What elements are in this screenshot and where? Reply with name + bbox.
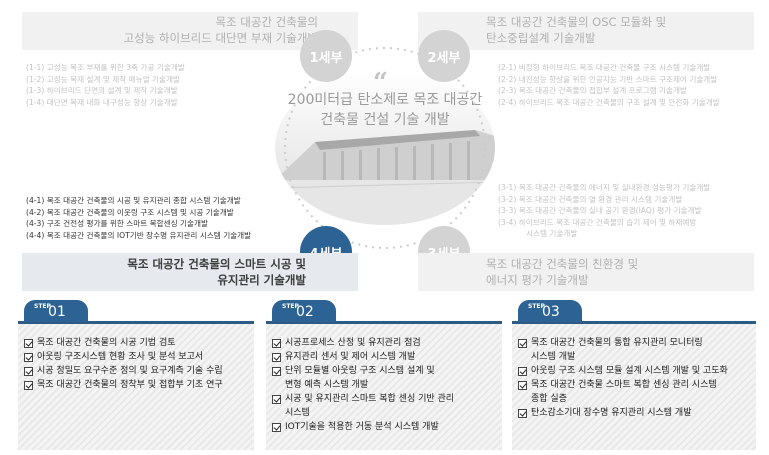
step-2-item: 유지관리 센서 및 제어 시스템 개발	[272, 350, 454, 364]
step-03-box	[512, 321, 756, 450]
step-item-text: 목조 대공간 건축물의 통합 유지관리 모니터링	[531, 338, 703, 348]
unit-2-item: (2-4) 하이브리드 목조 대공간 건축물의 구조 설계 및 안전화 기술개발	[498, 97, 720, 107]
unit-3-items: (3-1) 목조 대공간 건축물의 에너지 및 실내환경 성능평가 기술개발 (…	[498, 182, 710, 240]
step-item-text: 변형 예측 시스템 개발	[285, 380, 369, 390]
unit-3-title-panel	[418, 253, 754, 291]
unit-4-item: (4-4) 목조 대공간 건축물의 IOT기반 장수명 유지관리 시스템 기술개…	[26, 230, 252, 240]
unit-3-title: 목조 대공간 건축물의 친환경 및 에너지 평가 기술개발	[486, 257, 639, 287]
unit-4-item: (4-1) 목조 대공간 건축물의 시공 및 유지관리 종합 시스템 기술개발	[26, 196, 241, 205]
unit-3-item: 시스템 기술개발	[526, 229, 578, 238]
step-item-text: 단위 모듈별 아웃링 구조 시스템 설계 및	[285, 366, 435, 376]
checkbox-icon	[272, 395, 281, 404]
unit-4-item: (4-3) 구조 건전성 평가를 위한 스마트 복합센싱 기술개발	[26, 219, 208, 228]
unit-3-item: (3-3) 목조 대공간 건축물의 실내 공기 환경(IAQ) 평가 기술개발	[498, 206, 702, 215]
step-01-tab: STEP 01	[24, 300, 88, 322]
step-01-box	[18, 321, 254, 450]
building-image	[275, 70, 495, 225]
unit-1-item: (1-4) 대단면 목재 내화 내구성능 향상 기술개발	[26, 97, 178, 107]
step-item-text: 시공프로세스 산정 및 유지관리 점검	[285, 338, 421, 348]
step-1-item: 시공 정밀도 요구수준 정의 및 요구계측 기술 수립	[24, 364, 223, 378]
unit-2-items: (2-1) 비정형 하이브리드 목조 대공간 건축물 구조 시스템 기술개발 (…	[498, 62, 720, 108]
checkbox-icon	[272, 339, 281, 348]
step-item-text: 아웃링 구조 시스템 모듈 설계 시스템 개발 및 고도화	[531, 366, 728, 376]
unit-4-title-panel	[22, 253, 358, 291]
checkbox-icon	[272, 423, 281, 432]
unit-1-item: (1-2) 고성능 목재 설계 및 제작 매뉴얼 기술개발	[26, 74, 180, 84]
checkbox-icon	[518, 367, 527, 376]
step-item-text: 목조 대공간 건축물의 시공 기법 검토	[37, 338, 176, 348]
step-03-tab: STEP 03	[518, 300, 582, 322]
checkbox-icon	[24, 353, 33, 362]
checkbox-icon	[24, 367, 33, 376]
step-02-tab: STEP 02	[272, 300, 336, 322]
checkbox-icon	[518, 339, 527, 348]
checkbox-icon	[518, 409, 527, 418]
unit-2-title-panel	[418, 12, 754, 50]
unit-2-item: (2-1) 비정형 하이브리드 목조 대공간 건축물 구조 시스템 기술개발	[498, 63, 711, 72]
step-item-text: 탄소감소기대 장수명 유지관리 시스템 개발	[531, 408, 692, 418]
step-1-item: 아웃링 구조시스템 현황 조사 및 분석 보고서	[24, 350, 223, 364]
unit-1-item: (1-3) 하이브리드 단면의 설계 및 제작 기술개발	[26, 86, 178, 95]
checkbox-icon	[272, 367, 281, 376]
project-title: 200미터급 탄소제로 목조 대공간 건축물 건설 기술 개발	[287, 92, 483, 128]
step-item-text: 아웃링 구조시스템 현황 조사 및 분석 보고서	[37, 352, 204, 362]
unit-2-title: 목조 대공간 건축물의 OSC 모듈화 및 탄소중립설계 기술개발	[486, 15, 667, 45]
unit-4-title: 목조 대공간 건축물의 스마트 시공 및 유지관리 기술개발	[127, 257, 306, 287]
step-item-text: 목조 대공간 건축물 스마트 복합 센싱 관리 시스템	[531, 380, 717, 390]
step-item-text: 목조 대공간 건축물의 정착부 및 접합부 기초 연구	[37, 380, 223, 390]
step-item-text: 시공 및 유지관리 스마트 복합 센싱 기반 관리	[285, 394, 455, 404]
step-item-text: 종합 실증	[531, 394, 567, 404]
step-item-text: 시스템 개발	[531, 352, 576, 362]
step-1-item: 목조 대공간 건축물의 정착부 및 접합부 기초 연구	[24, 378, 223, 392]
step-2-item: 시공프로세스 산정 및 유지관리 점검	[272, 336, 454, 350]
unit-1-title: 목조 대공간 건축물의 고성능 하이브리드 대단면 부재 기술개발	[123, 15, 318, 45]
unit-3-item: (3-2) 목조 대공간 건축물의 열 환경 관리 시스템 기술개발	[498, 194, 683, 204]
unit-4-items: (4-1) 목조 대공간 건축물의 시공 및 유지관리 종합 시스템 기술개발 …	[26, 195, 251, 241]
unit-1-items: (1-1) 고성능 목조 부재를 위한 3축 가공 기술개발 (1-2) 고성능…	[26, 62, 185, 108]
unit-2-item: (2-2) 내진성능 향상을 위한 인공지능 기반 스마트 구조제어 기술개발	[498, 74, 718, 84]
quote-mark-icon: “	[373, 68, 388, 98]
unit-3-item: (3-1) 목조 대공간 건축물의 에너지 및 실내환경 성능평가 기술개발	[498, 183, 711, 192]
step-1-item: 목조 대공간 건축물의 시공 기법 검토	[24, 336, 223, 350]
unit-1-badge[interactable]: 1세부	[300, 30, 352, 82]
step-item-text: 유지관리 센서 및 제어 시스템 개발	[285, 352, 416, 362]
building-illustration	[275, 70, 495, 225]
step-2-item: IOT기술을 적용한 거동 분석 시스템 개발	[272, 420, 454, 434]
step-3-item: 아웃링 구조 시스템 모듈 설계 시스템 개발 및 고도화	[518, 364, 728, 378]
step-3-item: 탄소감소기대 장수명 유지관리 시스템 개발	[518, 406, 728, 420]
step-item-text: 시공 정밀도 요구수준 정의 및 요구계측 기술 수립	[37, 366, 223, 376]
unit-1-item: (1-1) 고성능 목조 부재를 위한 3축 가공 기술개발	[26, 63, 185, 72]
checkbox-icon	[24, 339, 33, 348]
unit-2-item: (2-3) 목조 대공간 건축물의 접합부 설계 프로그램 기술개발	[498, 86, 687, 95]
unit-3-item: (3-4) 하이브리드 목조 대공간 건축물의 습기 제어 및 하재예방	[498, 217, 697, 227]
checkbox-icon	[24, 381, 33, 390]
step-02-box	[266, 321, 502, 450]
checkbox-icon	[518, 381, 527, 390]
step-item-text: IOT기술을 적용한 거동 분석 시스템 개발	[285, 422, 439, 432]
unit-4-item: (4-2) 목조 대공간 건축물의 이웃링 구조 시스템 및 시공 기술개발	[26, 207, 234, 217]
step-item-text: 시스템	[285, 408, 310, 418]
unit-2-badge[interactable]: 2세부	[418, 30, 470, 82]
checkbox-icon	[272, 353, 281, 362]
